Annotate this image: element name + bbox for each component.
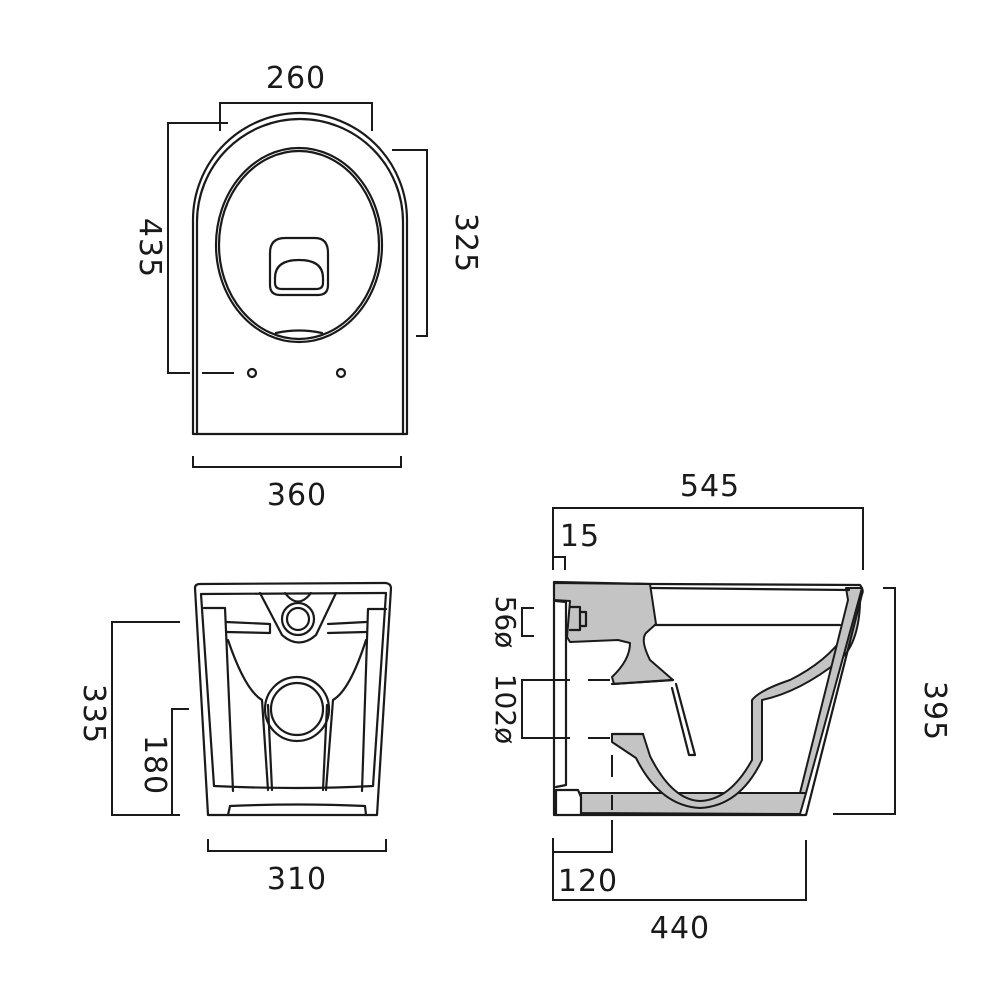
side-outer-outline xyxy=(552,580,864,817)
dim-label-360: 360 xyxy=(267,478,327,513)
dim-label-335: 335 xyxy=(76,684,111,744)
dim-line-15 xyxy=(553,556,566,570)
wall-strip xyxy=(554,599,568,789)
dim-label-440: 440 xyxy=(650,911,710,946)
dim-label-260: 260 xyxy=(266,61,326,96)
dim-label-545: 545 xyxy=(680,469,740,504)
dim-label-56-dia: 56ø xyxy=(489,596,522,649)
dim-line-260 xyxy=(219,102,373,131)
inlet-ring-outer xyxy=(280,601,316,637)
dim-line-120 xyxy=(552,820,613,853)
section-top-block xyxy=(553,582,674,685)
left-rib xyxy=(202,606,235,793)
dim-label-395: 395 xyxy=(917,681,952,741)
outlet-outer xyxy=(268,236,330,297)
dim-line-360 xyxy=(192,456,402,468)
outlet-pipe xyxy=(610,678,675,736)
pan-outer-outline xyxy=(191,111,409,436)
dim-label-325: 325 xyxy=(448,213,483,273)
pan-inner-rim xyxy=(195,117,405,436)
inlet-funnel xyxy=(258,591,338,644)
trap-body-right xyxy=(324,638,368,792)
foot-block xyxy=(554,788,583,816)
base-foot xyxy=(226,803,368,817)
dim-line-180 xyxy=(171,708,189,815)
plan-view: 260 435 325 360 xyxy=(132,61,483,513)
trap-channel xyxy=(266,703,329,792)
dim-label-15: 15 xyxy=(560,519,600,554)
dim-line-335 xyxy=(111,621,180,816)
section-rear-wall xyxy=(799,587,863,794)
dim-line-56 xyxy=(521,607,534,637)
dim-label-120: 120 xyxy=(558,864,618,899)
flush-leg xyxy=(670,682,697,757)
right-rib xyxy=(360,607,388,793)
dim-label-310: 310 xyxy=(267,862,327,897)
outlet-ring-outer xyxy=(263,675,331,743)
bowl-opening-inner xyxy=(217,149,381,341)
dim-line-440 xyxy=(552,840,807,901)
inlet-ring-inner xyxy=(285,606,311,632)
inlet-spigot xyxy=(568,605,588,632)
trap-body-left xyxy=(226,638,270,792)
dim-line-435 xyxy=(167,122,234,374)
fixing-hole-left xyxy=(246,367,258,379)
bowl-rim xyxy=(650,586,851,627)
outlet-inner xyxy=(273,258,325,291)
dim-label-102-dia: 102ø xyxy=(489,674,522,745)
dim-line-310 xyxy=(207,839,387,852)
dim-line-325 xyxy=(392,149,428,337)
bowl-opening-outer xyxy=(214,146,384,344)
elevation-inner-outline xyxy=(199,591,388,790)
inlet-top-arc xyxy=(283,591,313,603)
dim-line-102 xyxy=(521,679,548,739)
rear-elevation: 335 180 310 xyxy=(76,581,393,897)
fixing-hole-right xyxy=(335,367,347,379)
side-section: 545 15 56ø 102ø 395 120 440 xyxy=(489,469,952,946)
dim-label-435: 435 xyxy=(132,218,167,278)
outlet-ring-inner xyxy=(269,681,325,737)
elevation-outer-outline xyxy=(193,581,393,817)
cross-bar xyxy=(224,620,368,635)
dim-label-180: 180 xyxy=(137,735,172,795)
dim-line-545 xyxy=(552,507,864,570)
bowl-front-lip xyxy=(274,329,324,335)
dim-line-395 xyxy=(833,587,896,815)
